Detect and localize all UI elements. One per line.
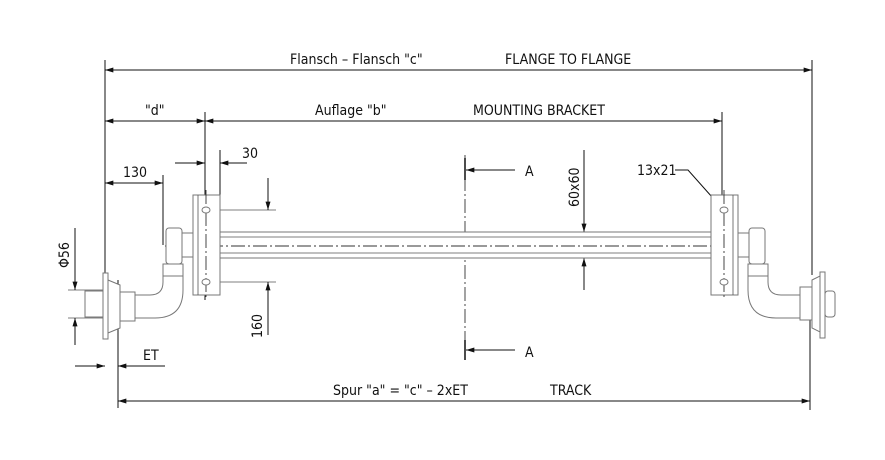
mounting-label-en: MOUNTING BRACKET [473,103,605,119]
dimension-lines [72,67,813,404]
left-stub-axle [84,227,194,340]
section-label-bottom: A [525,345,534,361]
dim-160: 160 [250,314,266,338]
left-mounting-bracket [192,190,221,300]
flange-to-flange-label-de: Flansch – Flansch "c" [290,52,423,68]
right-stub-axle [737,227,836,339]
section-label-top: A [525,164,534,180]
et-label: ET [143,348,159,364]
right-mounting-bracket [710,190,739,300]
axle-tube [165,231,760,259]
d-label: "d" [145,103,165,119]
dim-56: Φ56 [57,242,73,268]
dim-30: 30 [242,146,258,162]
dim-130: 130 [123,165,147,181]
track-label-en: TRACK [549,383,592,399]
mounting-label-de: Auflage "b" [315,103,387,119]
flange-to-flange-label-en: FLANGE TO FLANGE [505,52,631,68]
hole-size-label: 13x21 [637,163,677,179]
dim-60x60: 60x60 [567,168,583,208]
track-label-de: Spur "a" = "c" – 2xET [333,383,468,399]
